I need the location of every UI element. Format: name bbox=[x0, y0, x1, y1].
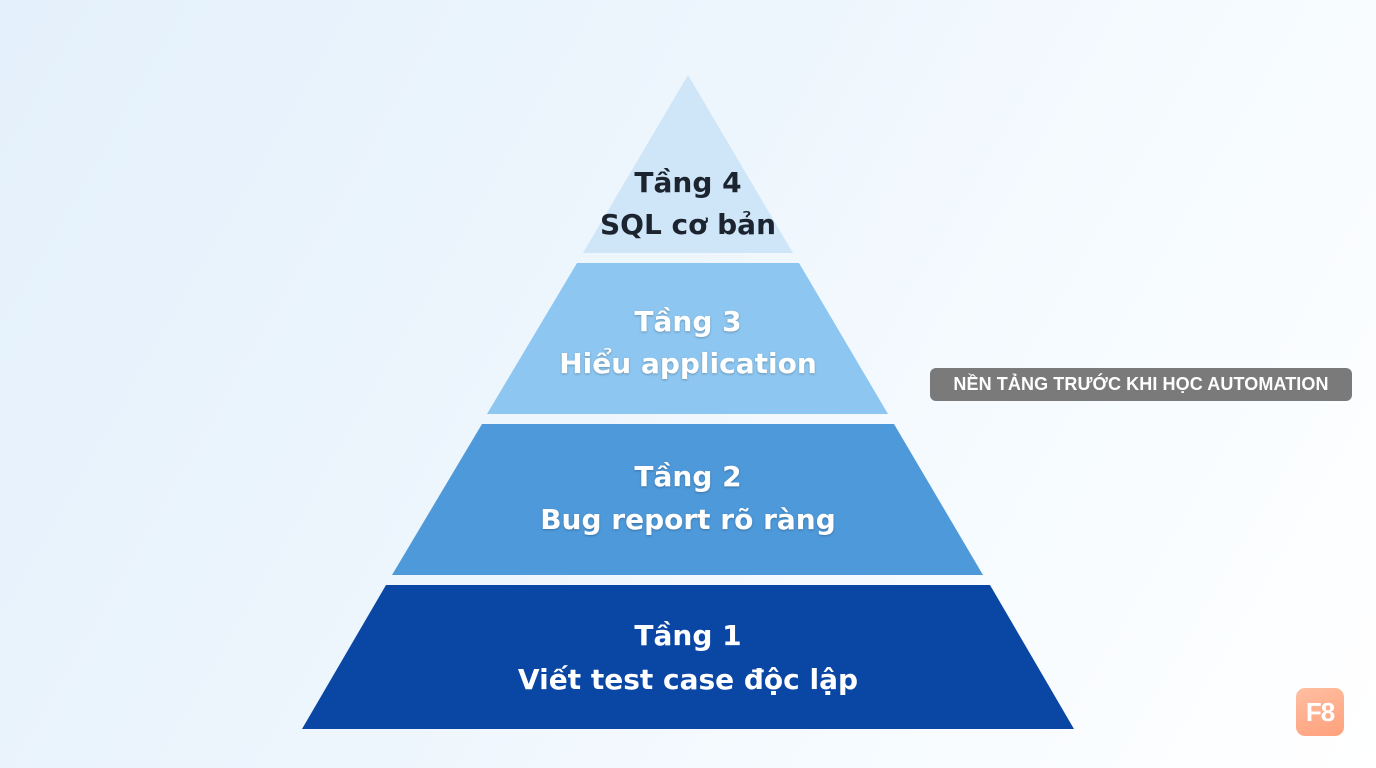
tier-2-title: Tầng 2 bbox=[634, 460, 741, 493]
tier-1-subtitle: Viết test case độc lập bbox=[518, 663, 858, 696]
tier-3-shape bbox=[487, 263, 888, 414]
tier-3: Tầng 3 Hiểu application bbox=[487, 263, 888, 414]
tier-4: Tầng 4 SQL cơ bản bbox=[583, 75, 793, 253]
tier-4-shape bbox=[583, 75, 793, 253]
foundation-caption: NỀN TẢNG TRƯỚC KHI HỌC AUTOMATION bbox=[930, 368, 1352, 401]
tier-2-subtitle: Bug report rõ ràng bbox=[540, 503, 836, 536]
tier-4-subtitle: SQL cơ bản bbox=[600, 208, 776, 241]
tier-2: Tầng 2 Bug report rõ ràng bbox=[392, 424, 983, 575]
tier-3-title: Tầng 3 bbox=[634, 305, 741, 338]
tier-4-title: Tầng 4 bbox=[634, 166, 741, 199]
tier-3-subtitle: Hiểu application bbox=[559, 346, 817, 380]
f8-logo: F8 bbox=[1296, 688, 1344, 736]
tier-1: Tầng 1 Viết test case độc lập bbox=[302, 585, 1074, 729]
tier-1-title: Tầng 1 bbox=[634, 619, 741, 652]
tier-1-shape bbox=[302, 585, 1074, 729]
tier-2-shape bbox=[392, 424, 983, 575]
